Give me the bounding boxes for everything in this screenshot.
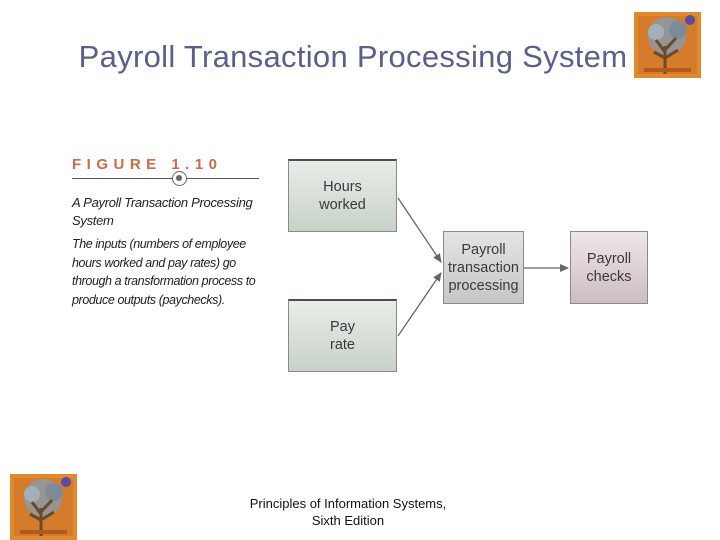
figure-bullet-icon — [172, 171, 187, 186]
node-pay-rate: Pay rate — [288, 299, 397, 372]
node-payroll-checks: Payroll checks — [570, 231, 648, 304]
footer: Principles of Information Systems, Sixth… — [228, 495, 468, 529]
arrow-hours-to-processing — [398, 198, 441, 262]
figure-label: FIGURE 1.10 — [72, 156, 223, 173]
footer-line-2: Sixth Edition — [228, 512, 468, 529]
figure-rule — [72, 178, 259, 179]
node-hours-worked: Hours worked — [288, 159, 397, 232]
footer-line-1: Principles of Information Systems, — [228, 495, 468, 512]
arrow-payrate-to-processing — [398, 273, 441, 336]
node-payroll-processing: Payroll transaction processing — [443, 231, 524, 304]
figure-caption-title: A Payroll Transaction Processing System — [72, 194, 262, 230]
slide-title: Payroll Transaction Processing System — [60, 38, 646, 76]
tree-logo-icon — [10, 474, 77, 540]
figure-caption-body: The inputs (numbers of employee hours wo… — [72, 235, 262, 309]
